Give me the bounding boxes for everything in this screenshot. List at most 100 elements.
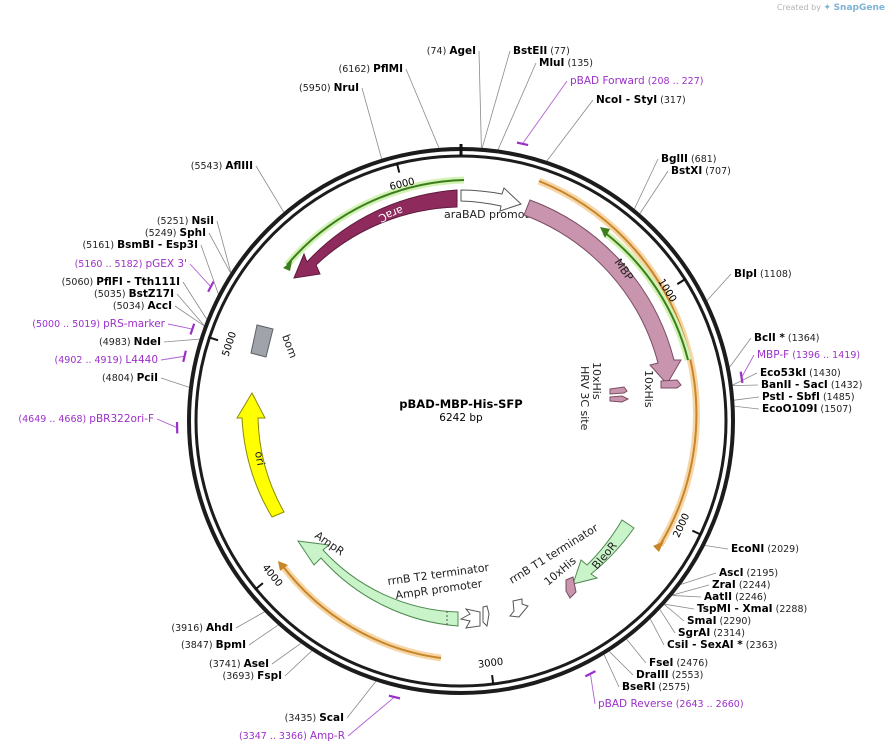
- enzyme-site-bstxi[interactable]: BstXI (707): [671, 165, 731, 177]
- primer-leader-pbr322ori-f: [157, 419, 177, 428]
- enzyme-name: AhdI: [206, 622, 233, 634]
- leader-ndei: [164, 339, 200, 342]
- enzyme-site-psti-sbfi[interactable]: PstI - SbfI (1485): [762, 391, 855, 403]
- enzyme-name: BclI *: [754, 332, 785, 344]
- primer-prs-marker[interactable]: (5000 .. 5019) pRS-marker: [32, 318, 165, 330]
- leader-fspi: [285, 651, 312, 676]
- enzyme-site-afliii[interactable]: (5543) AflIII: [191, 160, 253, 172]
- primer-mark-pbad-forward: [517, 143, 528, 145]
- primer-name: pBAD Forward: [570, 75, 645, 87]
- primer-pbad-forward[interactable]: pBAD Forward (208 .. 227): [570, 75, 703, 87]
- enzyme-site-bsteii[interactable]: BstEII (77): [513, 45, 570, 57]
- enzyme-site-ecoo109i[interactable]: EcoO109I (1507): [762, 403, 852, 415]
- enzyme-site-ncoi-styi[interactable]: NcoI - StyI (317): [596, 94, 686, 106]
- enzyme-site-bcli[interactable]: BclI * (1364): [754, 332, 820, 344]
- enzyme-site-aatii[interactable]: AatII (2246): [704, 591, 767, 603]
- primer-range: (3347 .. 3366): [239, 731, 310, 742]
- enzyme-position: (1430): [806, 368, 841, 379]
- enzyme-position: (3847): [181, 640, 216, 651]
- feature-rrnb-t2-terminator: [483, 606, 489, 626]
- primer-name: L4440: [125, 354, 158, 366]
- enzyme-name: BstXI: [671, 165, 702, 177]
- primer-mark-pgex-3: [208, 282, 213, 292]
- enzyme-site-asei[interactable]: (3741) AseI: [209, 658, 269, 670]
- enzyme-site-bpmi[interactable]: (3847) BpmI: [181, 639, 246, 651]
- enzyme-site-banii-saci[interactable]: BanII - SacI (1432): [761, 379, 862, 391]
- enzyme-site-eco53ki[interactable]: Eco53kI (1430): [760, 367, 841, 379]
- enzyme-name: AscI: [719, 567, 744, 579]
- enzyme-name: AseI: [244, 658, 269, 670]
- leader-blpi: [707, 274, 731, 300]
- enzyme-site-econi[interactable]: EcoNI (2029): [731, 543, 799, 555]
- enzyme-site-bseri[interactable]: BseRI (2575): [622, 681, 690, 693]
- enzyme-position: (6162): [339, 64, 374, 75]
- feature-label-hrv-3c-site: HRV 3C site: [578, 366, 591, 431]
- feature-label-ori: ori: [252, 450, 267, 466]
- enzyme-name: FspI: [257, 670, 282, 682]
- primer-range: (2643 .. 2660): [673, 699, 744, 710]
- enzyme-name: PflFI - Tth111I: [96, 276, 180, 288]
- enzyme-position: (2553): [669, 670, 704, 681]
- enzyme-site-sgrai[interactable]: SgrAI (2314): [678, 627, 745, 639]
- enzyme-site-tspmi-xmai[interactable]: TspMI - XmaI (2288): [697, 603, 807, 615]
- credit-prefix: Created by: [777, 3, 821, 12]
- enzyme-name: SphI: [180, 227, 206, 239]
- enzyme-name: BsmBI - Esp3I: [117, 239, 198, 251]
- enzyme-site-agei[interactable]: (74) AgeI: [427, 45, 476, 57]
- primer-pbad-reverse[interactable]: pBAD Reverse (2643 .. 2660): [598, 698, 744, 710]
- enzyme-position: (3435): [285, 713, 320, 724]
- enzyme-site-ndei[interactable]: (4983) NdeI: [99, 336, 161, 348]
- plasmid-name: pBAD-MBP-His-SFP: [399, 397, 522, 411]
- primer-leader-pbad-reverse: [590, 674, 595, 704]
- enzyme-site-blpi[interactable]: BlpI (1108): [734, 268, 792, 280]
- leader-bstxi: [640, 171, 668, 214]
- enzyme-site-bsmbi-esp3i[interactable]: (5161) BsmBI - Esp3I: [82, 239, 198, 251]
- enzyme-site-sphi[interactable]: (5249) SphI: [145, 227, 206, 239]
- leader-fsei: [627, 639, 646, 663]
- primer-name: pBAD Reverse: [598, 698, 673, 710]
- tick-label: 3000: [477, 657, 504, 671]
- primer-amp-r[interactable]: (3347 .. 3366) Amp-R: [239, 730, 345, 742]
- enzyme-position: (3693): [223, 671, 258, 682]
- enzyme-site-pflfi-tth111i[interactable]: (5060) PflFI - Tth111I: [62, 276, 180, 288]
- enzyme-site-acci[interactable]: (5034) AccI: [113, 300, 172, 312]
- leader-bsmbi-esp3i: [201, 245, 218, 294]
- enzyme-site-csii-sexai[interactable]: CsiI - SexAI * (2363): [667, 639, 777, 651]
- primer-name: pGEX 3': [145, 258, 187, 270]
- primer-mbp-f[interactable]: MBP-F (1396 .. 1419): [757, 349, 860, 361]
- enzyme-site-smai[interactable]: SmaI (2290): [687, 615, 751, 627]
- enzyme-site-bglii[interactable]: BglII (681): [661, 153, 717, 165]
- enzyme-site-fspi[interactable]: (3693) FspI: [223, 670, 282, 682]
- primer-leader-pgex-3: [190, 264, 211, 287]
- primer-l4440[interactable]: (4902 .. 4919) L4440: [55, 354, 158, 366]
- enzyme-site-mlui[interactable]: MluI (135): [539, 57, 593, 69]
- enzyme-site-fsei[interactable]: FseI (2476): [649, 657, 708, 669]
- enzyme-position: (2244): [736, 580, 771, 591]
- enzyme-site-scai[interactable]: (3435) ScaI: [285, 712, 344, 724]
- primer-name: Amp-R: [310, 730, 345, 742]
- enzyme-site-nsii[interactable]: (5251) NsiI: [157, 215, 214, 227]
- enzyme-position: (2363): [743, 640, 778, 651]
- enzyme-site-bstz17i[interactable]: (5035) BstZ17I: [94, 288, 174, 300]
- enzyme-site-zrai[interactable]: ZraI (2244): [712, 579, 770, 591]
- enzyme-site-ahdi[interactable]: (3916) AhdI: [171, 622, 233, 634]
- enzyme-name: BanII - SacI: [761, 379, 828, 391]
- enzyme-site-pflmi[interactable]: (6162) PflMI: [339, 63, 403, 75]
- primer-pbr322ori-f[interactable]: (4649 .. 4668) pBR322ori-F: [18, 413, 154, 425]
- enzyme-position: (681): [688, 154, 717, 165]
- enzyme-name: BseRI: [622, 681, 655, 693]
- enzyme-name: PstI - SbfI: [762, 391, 820, 403]
- tick-4000: [255, 583, 263, 589]
- primer-mark-amp-r: [389, 696, 400, 699]
- enzyme-site-draiii[interactable]: DraIII (2553): [636, 669, 703, 681]
- primer-mark-l4440: [183, 351, 186, 362]
- enzyme-site-asci[interactable]: AscI (2195): [719, 567, 778, 579]
- primer-range: (208 .. 227): [645, 76, 704, 87]
- enzyme-name: BstZ17I: [129, 288, 174, 300]
- enzyme-position: (2314): [710, 628, 745, 639]
- primer-leader-amp-r: [348, 697, 394, 736]
- primer-pgex-3[interactable]: (5160 .. 5182) pGEX 3': [75, 258, 187, 270]
- enzyme-site-nrui[interactable]: (5950) NruI: [299, 82, 359, 94]
- enzyme-site-pcii[interactable]: (4804) PciI: [102, 372, 158, 384]
